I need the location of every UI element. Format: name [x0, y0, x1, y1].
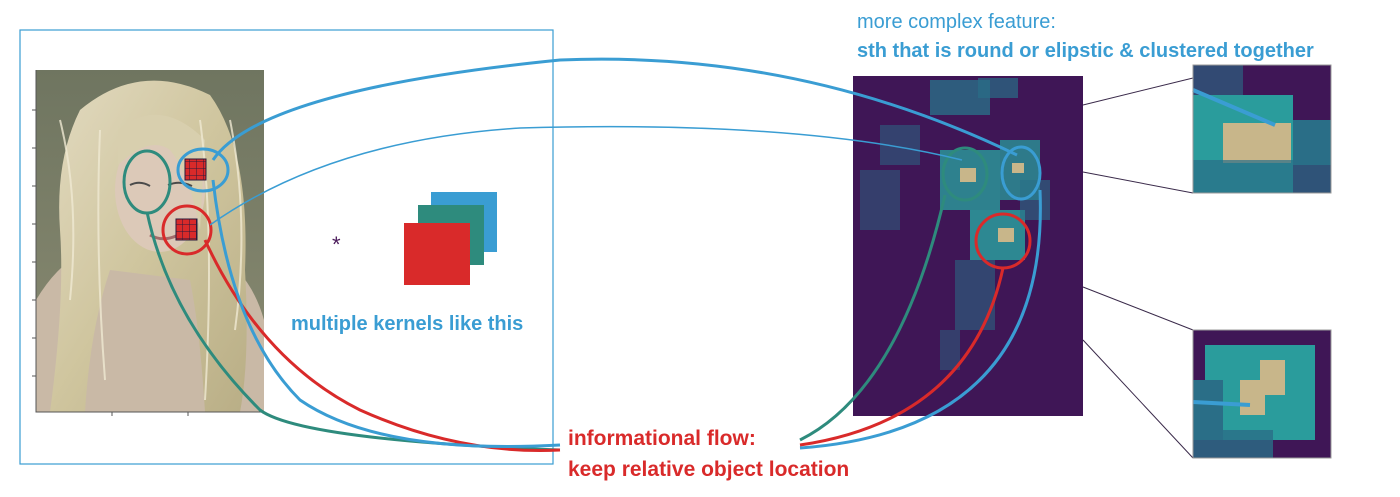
- zoom-inset-top: [1192, 64, 1332, 194]
- feature-circle-teal: [941, 146, 989, 202]
- circle-eye-right: [176, 147, 230, 193]
- kernel-grid-cheek: [175, 218, 198, 241]
- input-frame: [19, 29, 554, 465]
- flow-curve-blue-right: [799, 189, 1042, 450]
- zoom-inset-bottom: [1192, 329, 1332, 459]
- zoom-connector-top: [1082, 77, 1194, 194]
- zoom-connector-bottom: [1082, 286, 1194, 459]
- flow-arc-lower: [209, 125, 963, 226]
- kernel-grid-eye: [184, 158, 207, 181]
- feature-circle-blue: [1000, 145, 1042, 201]
- flow-label-line2: keep relative object location: [568, 458, 850, 481]
- flow-curve-red-right: [799, 267, 1005, 447]
- input-portrait-image: [32, 70, 264, 416]
- kernel-stack: [404, 192, 497, 285]
- flow-curve-blue-left: [211, 179, 561, 449]
- flow-arc-upper: [211, 57, 1018, 161]
- circle-cheek: [161, 204, 213, 256]
- feature-map-image: [853, 76, 1083, 416]
- convolution-operator: *: [332, 232, 341, 257]
- feature-title: more complex feature:: [857, 11, 1056, 33]
- feature-description: sth that is round or elipstic & clustere…: [857, 40, 1314, 62]
- flow-label-line1: informational flow:: [568, 427, 756, 450]
- flow-curve-teal-right: [799, 194, 947, 442]
- kernel-label: multiple kernels like this: [291, 313, 524, 335]
